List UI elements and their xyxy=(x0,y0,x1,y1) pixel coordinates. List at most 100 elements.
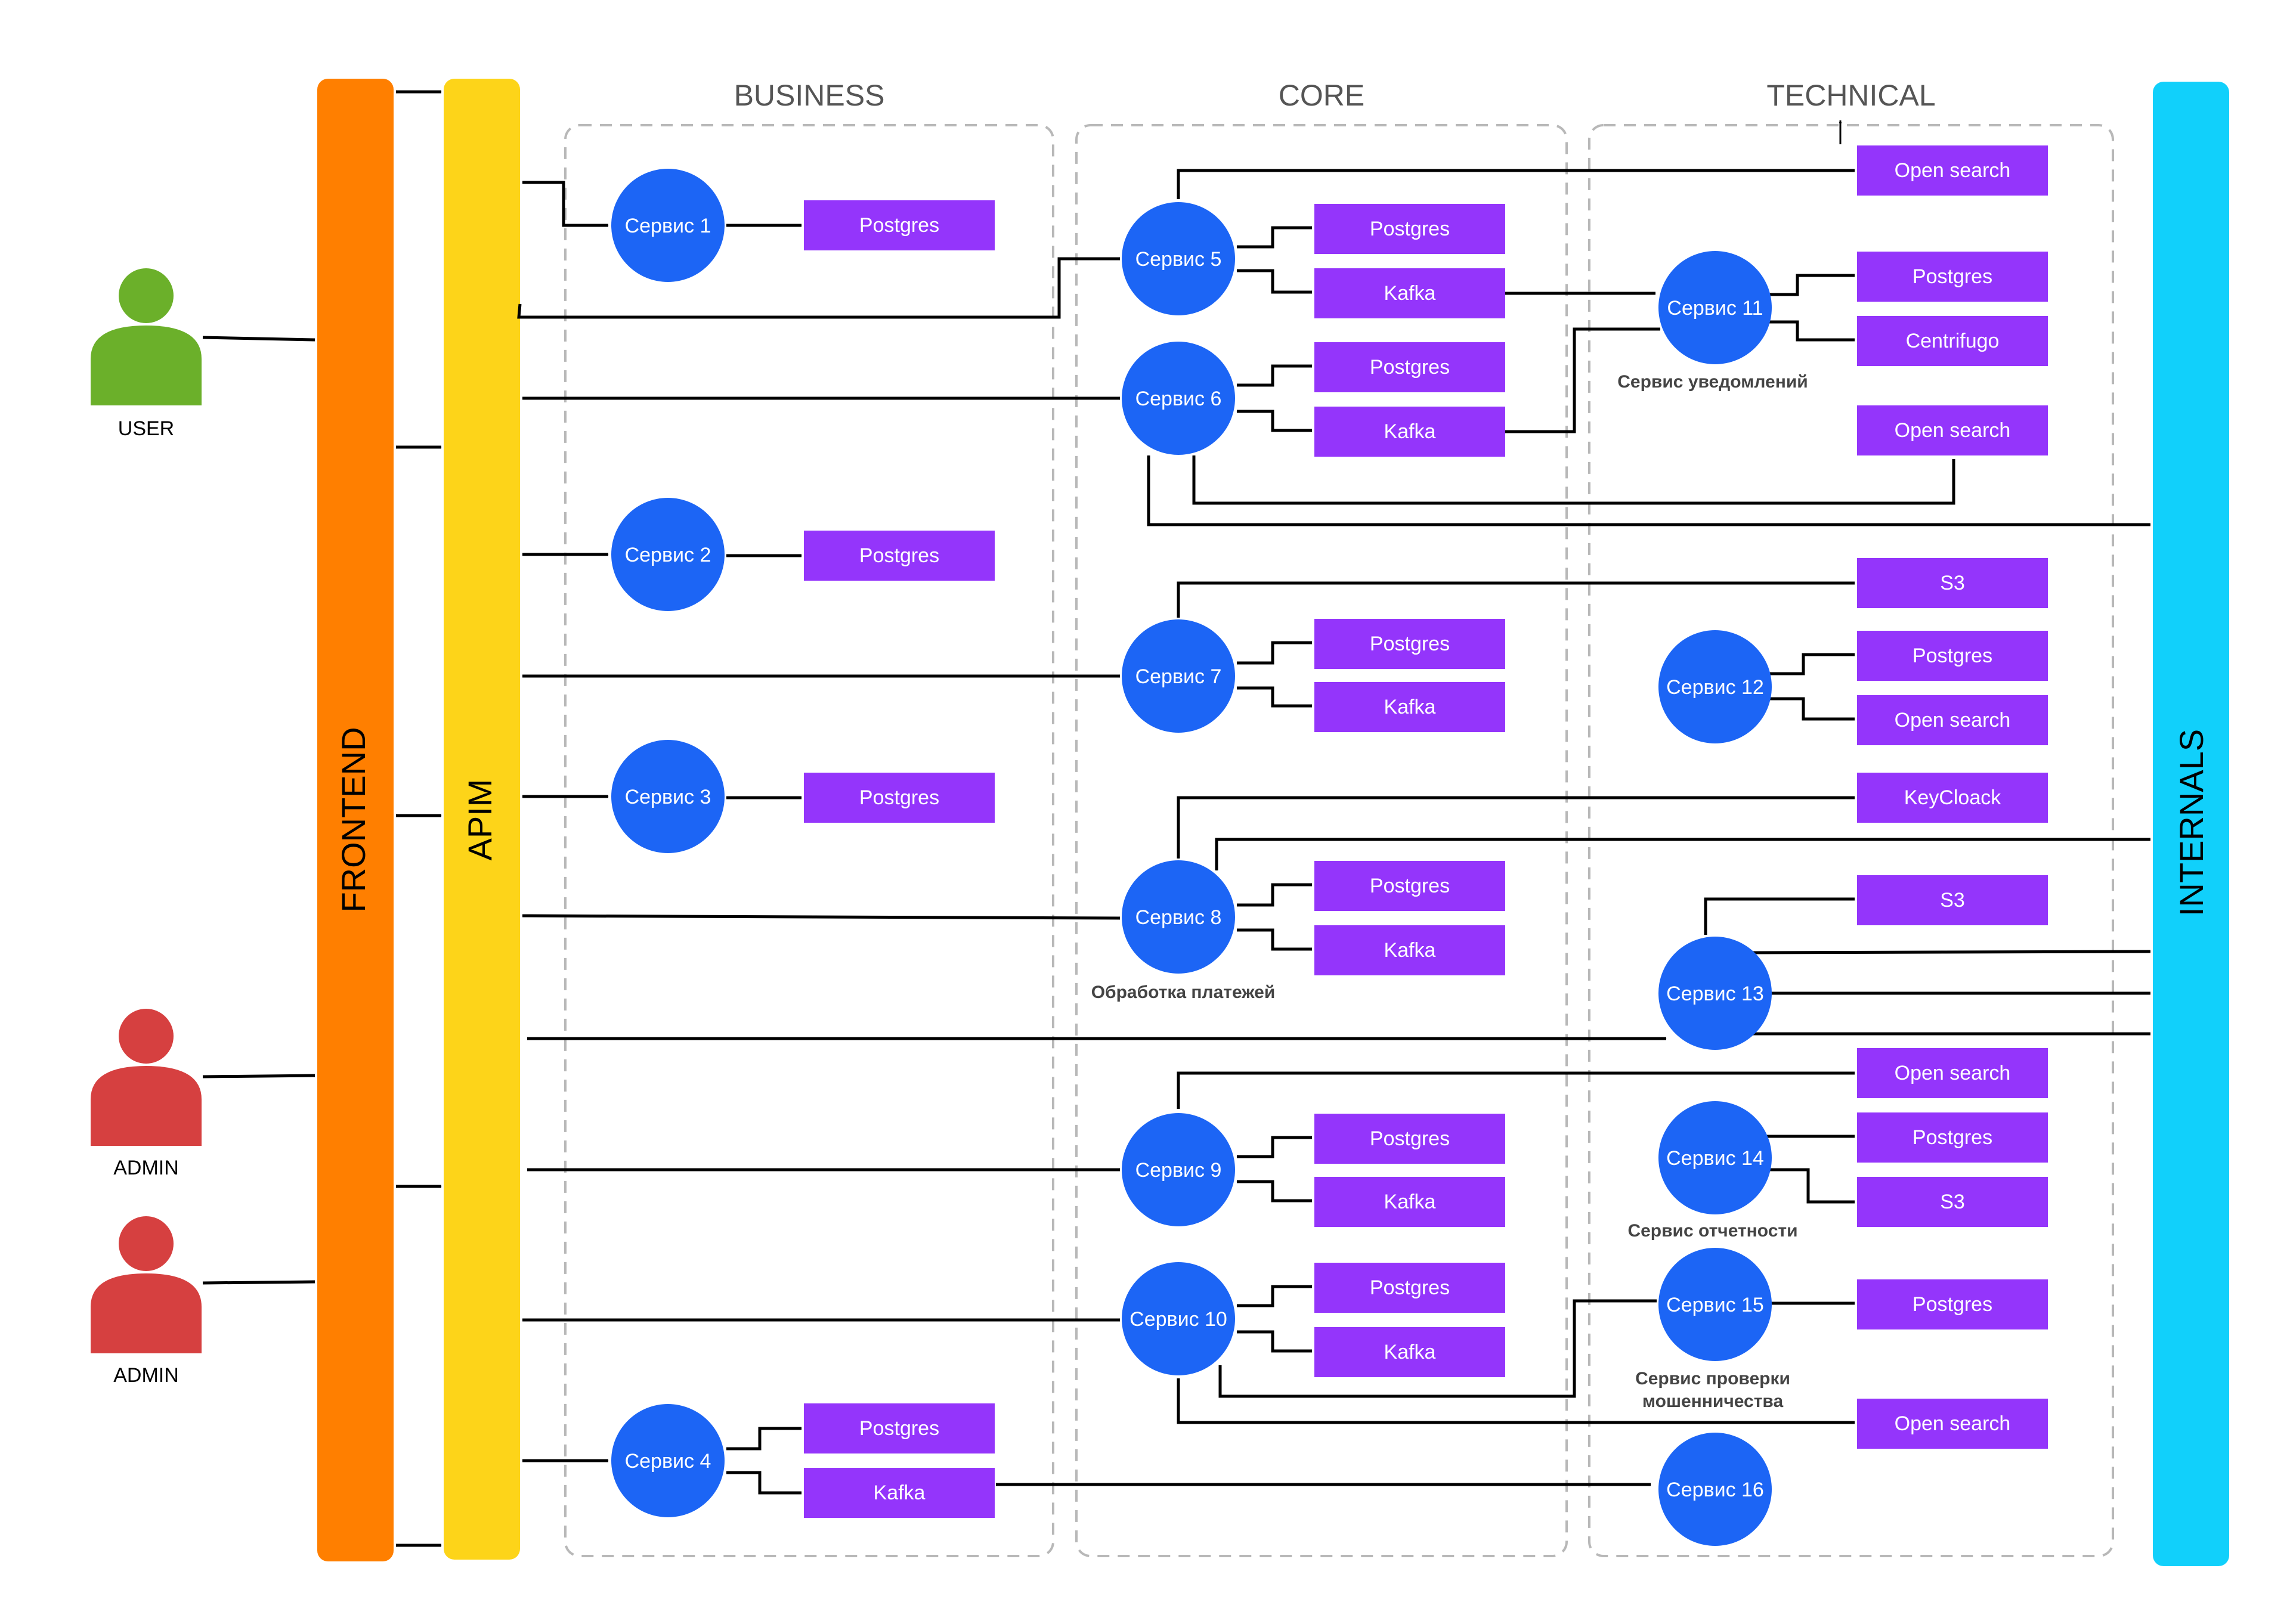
actor-user[interactable]: USER xyxy=(91,268,202,440)
store-c8a[interactable]: Postgres xyxy=(1314,861,1505,911)
svg-text:Сервис 10: Сервис 10 xyxy=(1129,1308,1227,1331)
conn-apim-s8 xyxy=(522,914,1121,920)
zone-business xyxy=(564,124,1054,1557)
store-t11[interactable]: Postgres xyxy=(1857,1112,2048,1163)
service-7[interactable]: Сервис 7 xyxy=(1122,619,1235,733)
store-t2[interactable]: Postgres xyxy=(1857,252,2048,302)
service-1[interactable]: Сервис 1 xyxy=(611,169,725,282)
actors: USER ADMIN ADMIN xyxy=(91,268,202,1387)
conn-apim-s1 xyxy=(522,181,609,227)
conn-admin2-frontend xyxy=(202,1280,315,1285)
svg-text:Centrifugo: Centrifugo xyxy=(1906,330,2000,352)
store-c5a[interactable]: Postgres xyxy=(1314,204,1505,254)
service-15[interactable]: Сервис 15 xyxy=(1658,1248,1772,1361)
store-t12[interactable]: S3 xyxy=(1857,1177,2048,1227)
caption-s8: Обработка платежей xyxy=(1091,983,1276,1002)
service-10[interactable]: Сервис 10 xyxy=(1122,1262,1235,1375)
store-c6b[interactable]: Kafka xyxy=(1314,407,1505,457)
svg-text:Postgres: Postgres xyxy=(1913,1126,1992,1149)
store-t14[interactable]: Open search xyxy=(1857,1399,2048,1449)
store-b4b[interactable]: Kafka xyxy=(804,1468,995,1518)
svg-text:Сервис 1: Сервис 1 xyxy=(625,215,711,237)
service-8[interactable]: Сервис 8 xyxy=(1122,860,1235,974)
caption-s15-line2: мошенничества xyxy=(1642,1391,1784,1411)
store-c7a[interactable]: Postgres xyxy=(1314,619,1505,669)
user-icon xyxy=(119,268,174,323)
zone-titles: BUSINESS CORE TECHNICAL xyxy=(734,79,1936,112)
store-t9[interactable]: S3 xyxy=(1857,875,2048,925)
store-c7b[interactable]: Kafka xyxy=(1314,682,1505,732)
caption-s15-line1: Сервис проверки xyxy=(1635,1369,1790,1389)
svg-text:Postgres: Postgres xyxy=(1370,1127,1450,1150)
store-t8[interactable]: KeyCloack xyxy=(1857,773,2048,823)
service-13[interactable]: Сервис 13 xyxy=(1658,937,1772,1050)
actor-admin-1[interactable]: ADMIN xyxy=(91,1009,202,1179)
apim-label: APIM xyxy=(461,779,499,861)
svg-text:Open search: Open search xyxy=(1895,1062,2011,1084)
service-3[interactable]: Сервис 3 xyxy=(611,740,725,853)
conn-s7-s3 xyxy=(1177,581,1855,618)
internals-bar[interactable] xyxy=(2153,82,2229,1566)
service-14[interactable]: Сервис 14 xyxy=(1658,1101,1772,1214)
svg-text:Open search: Open search xyxy=(1895,419,2011,442)
store-t6[interactable]: Postgres xyxy=(1857,631,2048,681)
svg-text:Open search: Open search xyxy=(1895,1412,2011,1435)
service-captions: Сервис уведомлений Обработка платежей Се… xyxy=(1091,372,1808,1411)
frontend-bar[interactable] xyxy=(317,79,394,1561)
store-b4a[interactable]: Postgres xyxy=(804,1403,995,1453)
service-6[interactable]: Сервис 6 xyxy=(1122,342,1235,455)
svg-text:Сервис 15: Сервис 15 xyxy=(1666,1294,1764,1316)
conn-kafka6-s11 xyxy=(1505,327,1661,433)
svg-text:Kafka: Kafka xyxy=(1384,939,1436,962)
svg-text:Postgres: Postgres xyxy=(859,544,939,567)
actor-admin-2[interactable]: ADMIN xyxy=(91,1216,202,1387)
store-c6a[interactable]: Postgres xyxy=(1314,342,1505,392)
store-c9b[interactable]: Kafka xyxy=(1314,1177,1505,1227)
store-b1[interactable]: Postgres xyxy=(804,200,995,250)
svg-text:Open search: Open search xyxy=(1895,159,2011,182)
service-12[interactable]: Сервис 12 xyxy=(1658,630,1772,743)
store-t1[interactable]: Open search xyxy=(1857,145,2048,196)
store-b3[interactable]: Postgres xyxy=(804,773,995,823)
store-t13[interactable]: Postgres xyxy=(1857,1279,2048,1329)
conn-s9-opensearch xyxy=(1177,1071,1855,1109)
store-t7[interactable]: Open search xyxy=(1857,695,2048,745)
apim-bar[interactable] xyxy=(444,79,520,1560)
service-11[interactable]: Сервис 11 xyxy=(1658,251,1772,364)
store-b2[interactable]: Postgres xyxy=(804,531,995,581)
svg-text:Postgres: Postgres xyxy=(859,214,939,237)
svg-text:Сервис 14: Сервис 14 xyxy=(1666,1147,1764,1170)
store-c5b[interactable]: Kafka xyxy=(1314,268,1505,318)
svg-text:Postgres: Postgres xyxy=(1370,1276,1450,1299)
service-4[interactable]: Сервис 4 xyxy=(611,1404,725,1517)
service-5[interactable]: Сервис 5 xyxy=(1122,202,1235,315)
service-2[interactable]: Сервис 2 xyxy=(611,498,725,611)
store-c9a[interactable]: Postgres xyxy=(1314,1114,1505,1164)
svg-text:Сервис 11: Сервис 11 xyxy=(1667,297,1763,320)
svg-text:Kafka: Kafka xyxy=(874,1482,926,1504)
svg-text:Postgres: Postgres xyxy=(1370,875,1450,897)
conn-s10-opensearch xyxy=(1177,1378,1855,1424)
svg-text:Postgres: Postgres xyxy=(859,786,939,809)
service-16[interactable]: Сервис 16 xyxy=(1658,1433,1772,1546)
store-t10[interactable]: Open search xyxy=(1857,1048,2048,1098)
conn-apim-s5 xyxy=(517,257,1121,319)
svg-text:Postgres: Postgres xyxy=(1370,356,1450,379)
svg-text:S3: S3 xyxy=(1940,572,1965,594)
svg-text:Kafka: Kafka xyxy=(1384,696,1436,718)
store-c10b[interactable]: Kafka xyxy=(1314,1327,1505,1377)
store-c10a[interactable]: Postgres xyxy=(1314,1263,1505,1313)
svg-text:Сервис 9: Сервис 9 xyxy=(1135,1159,1222,1182)
store-t4[interactable]: Open search xyxy=(1857,405,2048,455)
store-c8b[interactable]: Kafka xyxy=(1314,925,1505,975)
store-t3[interactable]: Centrifugo xyxy=(1857,316,2048,366)
connections xyxy=(202,90,2151,1547)
actor-user-label: USER xyxy=(118,417,174,440)
conn-s13-s3 xyxy=(1704,897,1855,935)
bars: FRONTEND APIM INTERNALS xyxy=(317,79,2229,1566)
caption-s11: Сервис уведомлений xyxy=(1617,372,1808,392)
stores: Postgres Postgres Postgres Postgres Kafk… xyxy=(804,145,2048,1518)
store-t5[interactable]: S3 xyxy=(1857,558,2048,608)
service-9[interactable]: Сервис 9 xyxy=(1122,1113,1235,1226)
